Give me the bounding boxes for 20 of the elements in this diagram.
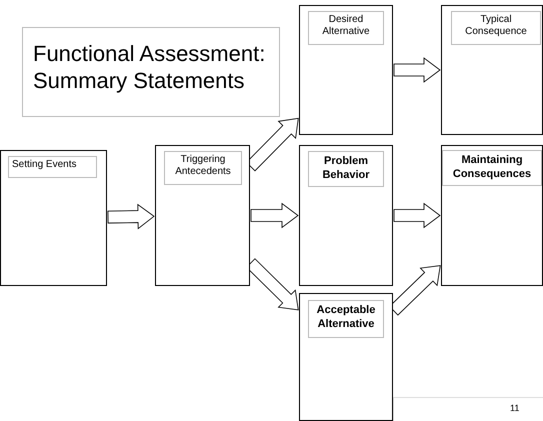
title: Functional Assessment: Summary Statements (22, 27, 280, 117)
stage-label: Maintaining Consequences (442, 150, 542, 186)
block-arrow (394, 202, 441, 228)
block-arrow (250, 202, 299, 228)
block-arrow (108, 204, 155, 230)
stage-box (441, 145, 543, 286)
stage-box (0, 150, 107, 286)
block-arrow (394, 57, 441, 83)
stage-label: Setting Events (8, 156, 97, 178)
page-number: 11 (510, 403, 520, 413)
stage-label: Problem Behavior (308, 151, 384, 187)
stage-box (155, 145, 250, 286)
stage-box (299, 293, 393, 421)
stage-label: Typical Consequence (451, 11, 541, 45)
stage-label: Acceptable Alternative (308, 300, 384, 338)
stage-label: Triggering Antecedents (164, 151, 242, 185)
stage-box (441, 5, 543, 135)
stage-box (299, 5, 393, 135)
stage-box (299, 145, 393, 286)
stage-label: Desired Alternative (308, 11, 384, 45)
